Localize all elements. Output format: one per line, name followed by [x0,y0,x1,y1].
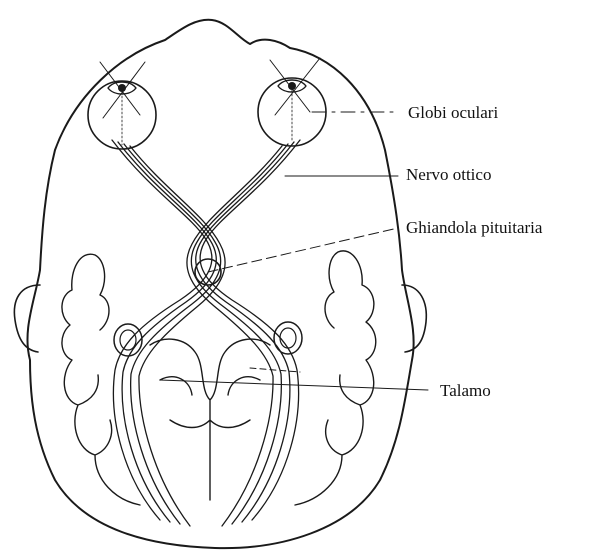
optic-nerve-bundle-right [187,140,300,526]
right-eyeball [258,58,326,146]
leader-talamo-right [250,368,300,372]
left-geniculate-body [114,324,142,356]
leader-talamo [160,380,428,390]
optic-nerve-bundle-left [112,140,225,526]
left-eyeball [88,62,156,149]
label-globi-oculari: Globi oculari [408,103,498,122]
label-nervo-ottico: Nervo ottico [406,165,491,184]
label-talamo: Talamo [440,381,491,400]
leader-ghiandola-pituitaria [208,228,398,272]
right-hemisphere [295,251,376,505]
skull-outline [27,20,413,548]
label-ghiandola-pituitaria: Ghiandola pituitaria [406,218,543,237]
